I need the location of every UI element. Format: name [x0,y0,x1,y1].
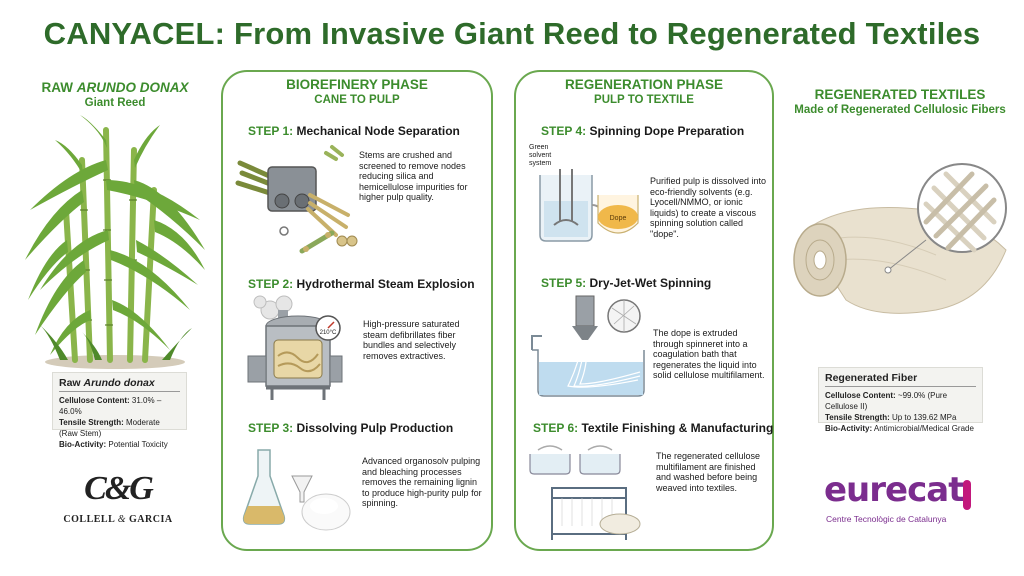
raw-heading-italic: ARUNDO DONAX [76,80,189,95]
giant-reed-illustration [25,115,205,369]
loom-icon [529,445,641,540]
raw-heading: RAW ARUNDO DONAX Giant Reed [20,80,210,111]
step-5-title: STEP 5: Dry-Jet-Wet Spinning [541,276,712,290]
spinning-bath-icon [531,295,645,397]
gauge-label: 210°C [320,330,337,336]
textiles-info-title: Regenerated Fiber [825,372,976,387]
dope-label: Dope [610,215,627,222]
collell-garcia-logo: C&G COLLELL & GARCIA [58,470,178,530]
collell-wordmark: COLLELL & GARCIA [63,514,173,525]
textiles-info-row: Bio-Activity: Antimicrobial/Medical Grad… [825,424,974,433]
step-1-description: Stems are crushed and screened to remove… [359,150,468,202]
fabric-roll-illustration [793,163,1007,314]
textiles-info-row: Tensile Strength: Up to 139.62 MPa [825,413,957,422]
regeneration-heading: REGENERATION PHASE PULP TO TEXTILE [564,77,724,106]
eurecat-wordmark: eurecat [824,470,964,510]
step-6-description: The regenerated cellulose multifilament … [656,451,761,493]
biorefinery-heading: BIOREFINERY PHASE CANE TO PULP [286,77,428,106]
raw-info-row: Cellulose Content: 31.0% – 46.0% [59,396,162,416]
raw-info-title: Raw Arundo donax [59,377,180,392]
eurecat-accent-mark [963,480,971,510]
dope-mixing-icon: Dope [539,169,639,242]
textiles-info-box: Regenerated Fiber Cellulose Content: ~99… [818,367,983,433]
page-title: CANYACEL: From Invasive Giant Reed to Re… [43,16,981,51]
collell-monogram: C&G [84,470,154,507]
step-4-description: Purified pulp is dissolved into eco-frie… [650,176,767,239]
step-2-title: STEP 2: Hydrothermal Steam Explosion [248,277,475,291]
raw-info-box: Raw Arundo donax Cellulose Content: 31.0… [52,372,187,449]
steam-reactor-icon: 210°C [247,295,343,400]
raw-heading-prefix: RAW [41,80,77,95]
crusher-machine-icon [235,145,358,254]
step-6-title: STEP 6: Textile Finishing & Manufacturin… [533,421,774,435]
eurecat-tagline: Centre Tecnològic de Catalunya [826,514,947,524]
textiles-heading: REGENERATED TEXTILES Made of Regenerated… [794,87,1006,116]
textiles-info-row: Cellulose Content: ~99.0% (Pure Cellulos… [825,391,948,411]
step-1-title: STEP 1: Mechanical Node Separation [248,124,460,138]
solvent-label: Green solvent system [529,144,552,167]
pulp-flask-icon [242,449,351,531]
step-3-title: STEP 3: Dissolving Pulp Production [248,421,454,435]
step-5-description: The dope is extruded through spinneret i… [653,328,765,380]
raw-info-row: Tensile Strength: Moderate (Raw Stem) [59,418,160,438]
step-2-description: High-pressure saturated steam defibrilla… [363,319,460,361]
step-3-description: Advanced organosolv pulping and bleachin… [362,456,482,508]
raw-info-row: Bio-Activity: Potential Toxicity [59,440,168,449]
step-4-title: STEP 4: Spinning Dope Preparation [541,124,745,138]
eurecat-logo: eurecat Centre Tecnològic de Catalunya [818,470,998,530]
raw-subheading: Giant Reed [84,97,146,109]
